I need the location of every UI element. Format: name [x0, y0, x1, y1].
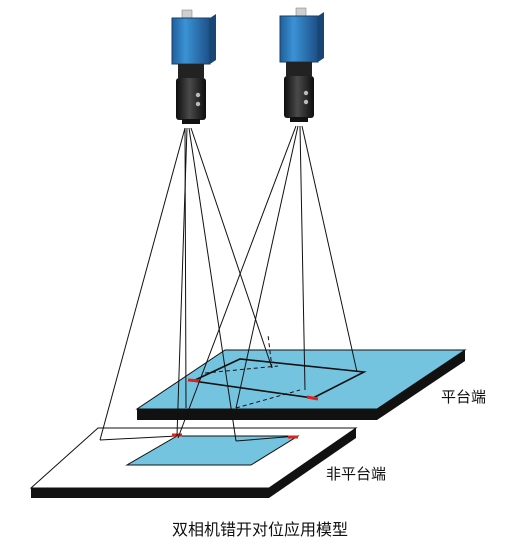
marker-platform-left	[187, 378, 201, 383]
hidden-edges	[204, 334, 301, 409]
left-camera-icon	[171, 9, 216, 124]
alignment-markers	[172, 378, 319, 439]
non-platform-end-label: 非平台端	[326, 465, 387, 483]
right-camera-field-lines	[177, 125, 358, 439]
marker-platform-right	[306, 395, 319, 401]
right-camera-icon	[279, 7, 324, 122]
left-camera-field-lines	[99, 127, 273, 442]
non-platform-board	[29, 427, 358, 498]
figure-caption: 双相机错开对位应用模型	[171, 520, 348, 539]
platform-end-label: 平台端	[441, 388, 487, 406]
